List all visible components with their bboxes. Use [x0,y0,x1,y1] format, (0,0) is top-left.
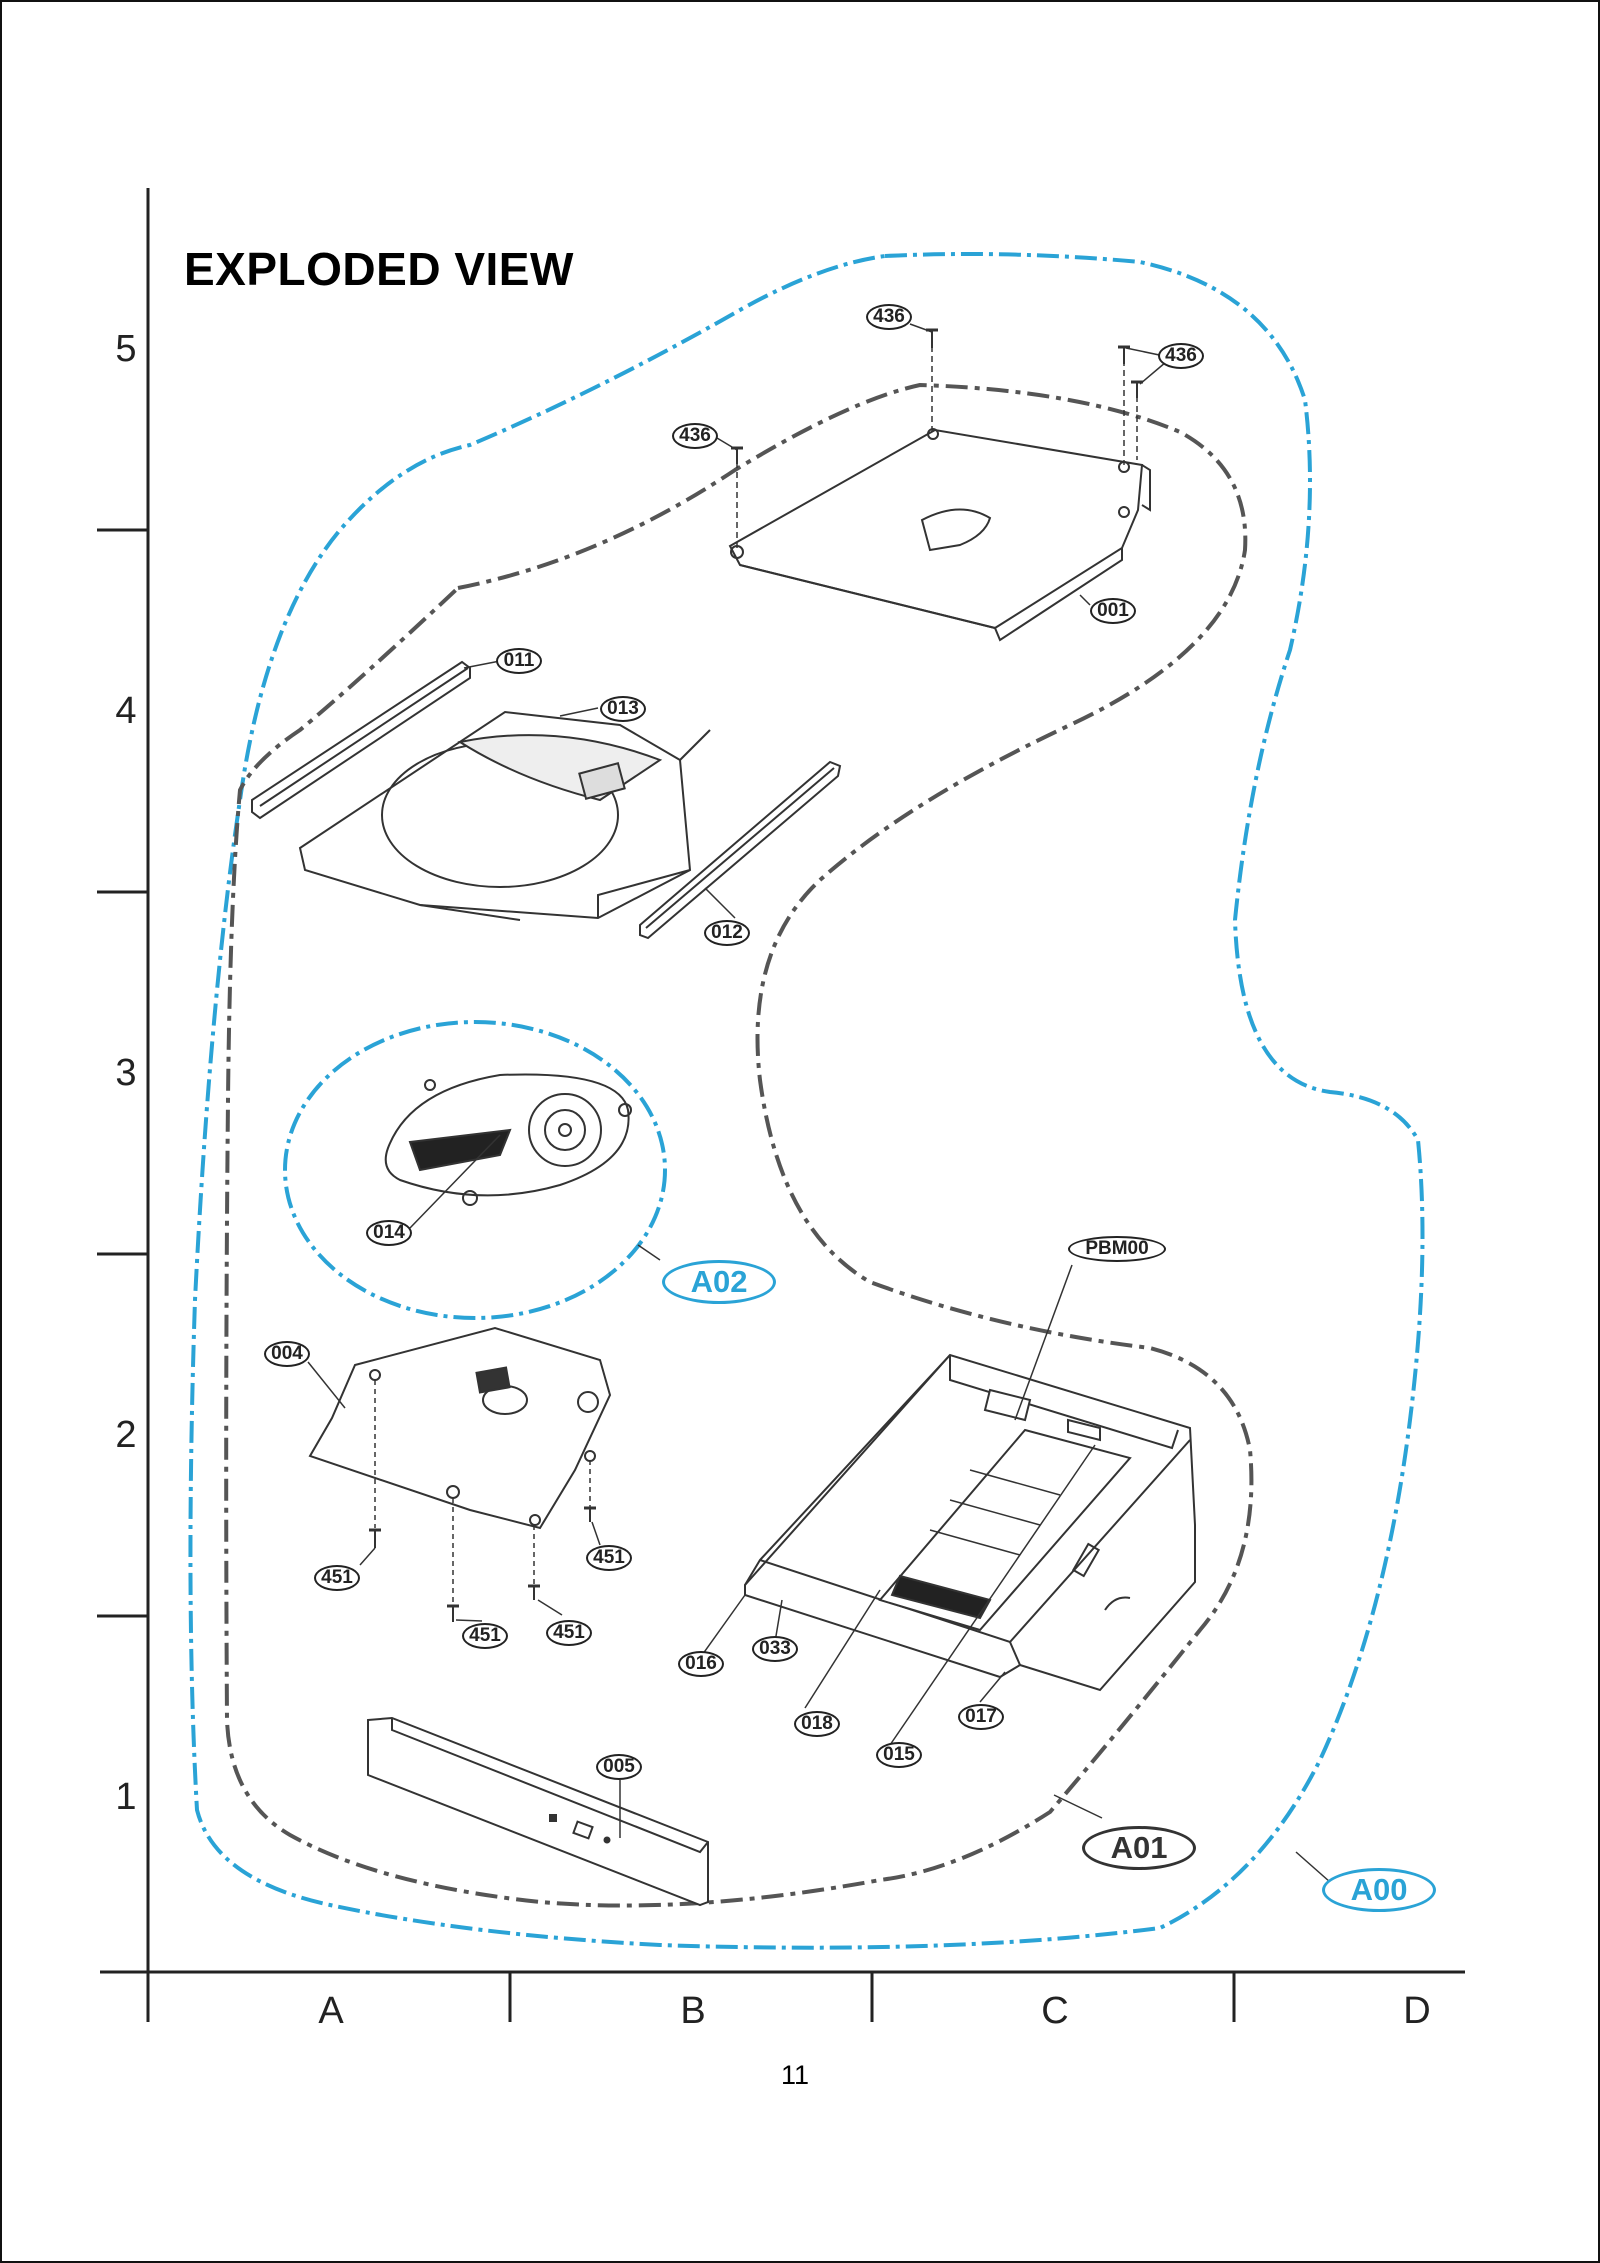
grid-column-label-c: C [1041,1990,1069,2032]
part-tag-018: 018 [794,1711,840,1737]
grid-column-label-b: B [680,1990,706,2032]
grid-row-label-3: 3 [115,1052,137,1094]
rail-011-drawing [251,660,471,820]
grid-row-label-2: 2 [115,1414,137,1456]
group-tag-a01: A01 [1082,1826,1196,1870]
part-tag-017: 017 [958,1704,1004,1730]
a00-outline [188,252,1425,1950]
pickup-014-drawing [384,1073,632,1206]
part-tag-436-right: 436 [1158,343,1204,369]
part-tag-005: 005 [596,1754,642,1780]
grid-row-label-5: 5 [115,328,137,370]
a02-outline [283,1020,667,1320]
leader-lines [307,323,1331,1883]
grid-column-label-a: A [318,1990,344,2032]
part-tag-004: 004 [264,1341,310,1367]
part-tag-011: 011 [496,648,542,674]
grid-frame [97,188,1465,2022]
page-title: EXPLODED VIEW [184,243,574,295]
part-tag-451-b: 451 [314,1565,360,1591]
part-tag-015: 015 [876,1742,922,1768]
a01-outline [224,382,1254,1908]
group-tag-a00: A00 [1322,1868,1436,1912]
grid-row-label-4: 4 [115,690,137,732]
part-tag-451-a: 451 [586,1545,632,1571]
grid-column-label-d: D [1403,1990,1431,2032]
part-tag-012: 012 [704,920,750,946]
top-cover-001-drawing [728,336,1151,642]
page-number: 11 [780,2060,810,2090]
chassis-drawing [744,1353,1196,1692]
part-tag-033: 033 [752,1636,798,1662]
base-plate-004-drawing [308,1326,612,1605]
screws-451-drawing [369,1506,596,1622]
part-tag-451-d: 451 [546,1620,592,1646]
part-tag-014: 014 [366,1220,412,1246]
tray-013-drawing [298,710,711,921]
part-tag-016: 016 [678,1651,724,1677]
rail-012-drawing [639,760,842,940]
part-tag-001: 001 [1090,598,1136,624]
part-tag-013: 013 [600,696,646,722]
bezel-005-drawing [367,1716,709,1907]
part-tag-436-left: 436 [672,423,718,449]
grid-row-label-1: 1 [115,1776,137,1818]
part-tag-436-top: 436 [866,304,912,330]
part-tag-451-c: 451 [462,1623,508,1649]
group-tag-a02: A02 [662,1260,776,1304]
part-tag-pbm00: PBM00 [1068,1236,1166,1262]
